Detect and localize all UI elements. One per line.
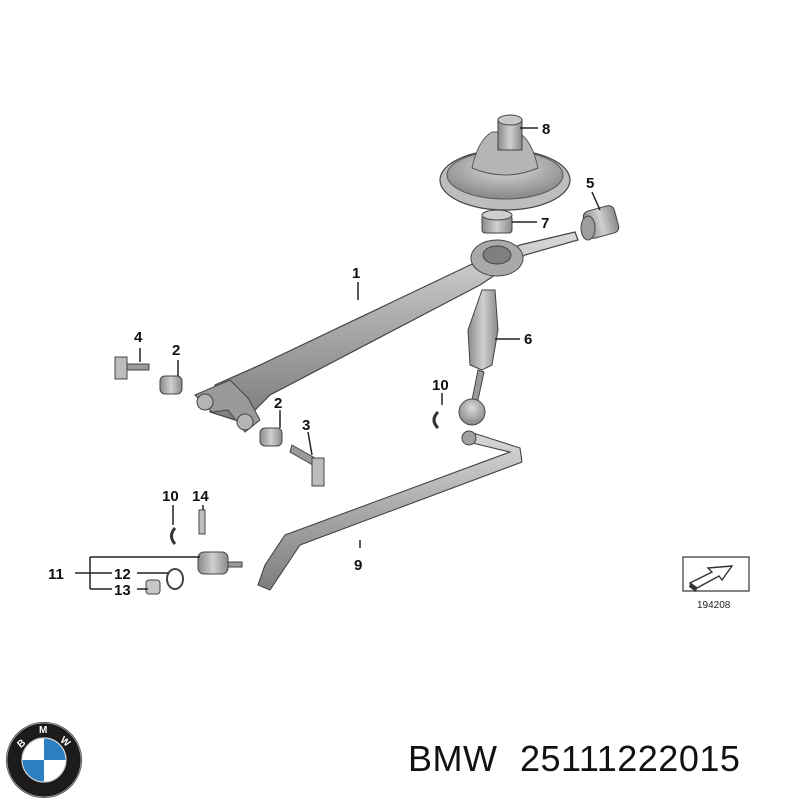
callout-12: 12 [114, 566, 131, 583]
pin-part [289, 444, 325, 487]
rubber-bushing-part [159, 375, 283, 447]
shift-rod-part [257, 430, 523, 591]
reference-stamp: 194208 [682, 556, 750, 611]
callout-5: 5 [586, 175, 594, 192]
callout-1: 1 [352, 265, 360, 282]
callout-7: 7 [541, 215, 549, 232]
callout-2-lower: 2 [274, 395, 282, 412]
callout-14: 14 [192, 488, 209, 505]
callout-9: 9 [354, 557, 362, 574]
part-number: 25111222015 [520, 738, 741, 779]
callout-4: 4 [134, 329, 143, 346]
gear-boot-part [439, 114, 571, 211]
brand-name: BMW [408, 738, 498, 779]
callout-13: 13 [114, 582, 131, 599]
callout-labels: 1 2 2 3 4 5 6 7 8 9 10 10 11 12 13 14 [48, 121, 594, 599]
bolt-part [114, 356, 150, 380]
circlip-part [170, 410, 440, 545]
reference-code: 194208 [697, 600, 731, 611]
small-bushing-part [145, 579, 161, 595]
callout-8: 8 [542, 121, 550, 138]
bmw-logo: B M W [6, 722, 82, 798]
bushing-part [580, 205, 620, 241]
joint-bushing-part [197, 551, 243, 575]
callout-2-upper: 2 [172, 342, 180, 359]
selector-rod-part [458, 289, 499, 426]
callout-6: 6 [524, 331, 532, 348]
leader-lines [75, 127, 601, 590]
callout-10-upper: 10 [432, 377, 449, 394]
shift-nut-part [481, 209, 513, 234]
callout-3: 3 [302, 417, 310, 434]
callout-10-lower: 10 [162, 488, 179, 505]
part-caption: BMW 25111222015 [408, 738, 740, 780]
shift-lever-arm-part [194, 231, 579, 433]
callout-11: 11 [48, 566, 64, 583]
logo-letter-m: M [39, 725, 47, 736]
o-ring-part [166, 568, 184, 590]
dowel-pin-part [198, 509, 206, 535]
